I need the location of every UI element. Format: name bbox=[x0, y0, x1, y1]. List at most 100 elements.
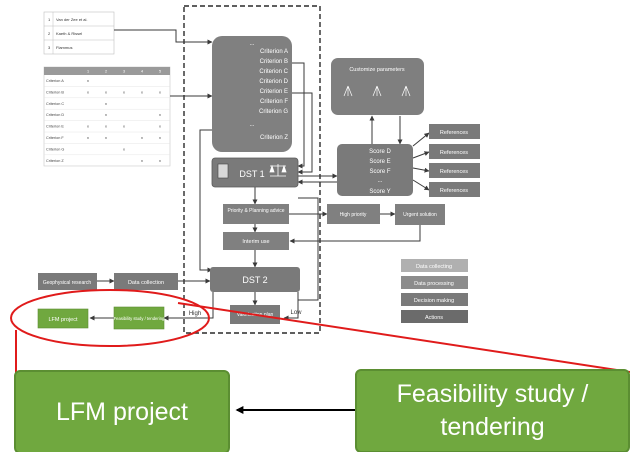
geophysical-label: Geophysical research bbox=[43, 280, 92, 286]
reference-legend-table: 1 Van der Zee et al. 2 Kaeth & Rissel 3 … bbox=[43, 11, 115, 55]
high-priority-label: High priority bbox=[340, 212, 367, 218]
criteria-table-header-cell: 1 bbox=[87, 70, 89, 74]
scores-box: Score D Score E Score F ... Score Y bbox=[337, 144, 413, 196]
high-branch-label: High bbox=[189, 311, 201, 317]
connector-lines bbox=[89, 29, 430, 321]
score-item: Score Y bbox=[369, 189, 390, 195]
legend-row-num: 2 bbox=[48, 31, 51, 36]
urgent-label: Urgent solution bbox=[403, 212, 437, 218]
references-label: References bbox=[440, 188, 468, 194]
parameter-tree-icon bbox=[343, 85, 411, 97]
criteria-table-mark: x bbox=[87, 90, 89, 94]
calculator-icon bbox=[217, 163, 229, 179]
lfm-small-label: LFM project bbox=[48, 317, 78, 323]
criterion-item: Criterion Z bbox=[260, 135, 288, 141]
criteria-table-mark: x bbox=[105, 90, 107, 94]
criteria-table-header-cell: 5 bbox=[159, 70, 161, 74]
criterion-item: Criterion B bbox=[260, 59, 288, 65]
criteria-table-mark: x bbox=[87, 136, 89, 140]
legend-row-text: Kaeth & Rissel bbox=[56, 31, 82, 36]
customize-title: Customize parameters bbox=[349, 67, 405, 73]
criterion-item: Criterion F bbox=[260, 99, 288, 105]
criteria-box: ... Criterion A Criterion B Criterion C … bbox=[212, 36, 292, 152]
feasibility-zoom-line2: tendering bbox=[440, 413, 545, 441]
legend-row-text: Van der Zee et al. bbox=[56, 17, 88, 22]
criteria-table-row-name: Criterion A bbox=[46, 79, 64, 83]
criteria-table-header-cell: 3 bbox=[123, 70, 125, 74]
score-item: Score F bbox=[369, 169, 390, 175]
interim-use-box: Interim use bbox=[223, 232, 289, 250]
lfm-project-zoom-label: LFM project bbox=[56, 397, 188, 426]
dst1-box: DST 1 bbox=[211, 157, 299, 188]
high-priority-box: High priority bbox=[327, 204, 380, 224]
criteria-table-mark: x bbox=[159, 113, 161, 117]
criteria-table-mark: x bbox=[105, 113, 107, 117]
criteria-table-row-name: Criterion D bbox=[46, 113, 64, 117]
balance-scale-icon bbox=[269, 164, 287, 177]
criteria-table-header-cell: 4 bbox=[141, 70, 143, 74]
criteria-table-mark: x bbox=[141, 136, 143, 140]
legend-key-label: Decision making bbox=[414, 298, 454, 304]
geophysical-research-box: Geophysical research bbox=[38, 273, 97, 290]
criterion-item: Criterion A bbox=[260, 49, 288, 55]
urgent-solution-box: Urgent solution bbox=[395, 204, 445, 225]
low-branch-label: Low bbox=[290, 310, 302, 316]
score-item: Score D bbox=[369, 149, 391, 155]
legend-row-num: 1 bbox=[48, 17, 51, 22]
lfm-project-zoom-box: LFM project bbox=[14, 370, 230, 452]
highlight-ellipse bbox=[10, 289, 210, 347]
criterion-item: Criterion G bbox=[259, 109, 288, 115]
criteria-table-mark: x bbox=[141, 90, 143, 94]
score-item: Score E bbox=[369, 159, 390, 165]
feasibility-zoom-line1: Feasibility study / bbox=[396, 380, 589, 408]
criteria-table-mark: x bbox=[159, 136, 161, 140]
criteria-box-title: ... bbox=[249, 41, 254, 47]
feasibility-zoom-box: Feasibility study / tendering bbox=[355, 369, 630, 452]
criteria-table-mark: x bbox=[123, 125, 125, 129]
criteria-table-row-name: Criterion F bbox=[46, 136, 64, 140]
criteria-table-mark: x bbox=[87, 125, 89, 129]
references-label: References bbox=[440, 150, 468, 156]
customize-parameters-box: Customize parameters bbox=[331, 58, 424, 115]
criteria-table-mark: x bbox=[105, 125, 107, 129]
criteria-table-header-cell: 2 bbox=[105, 70, 107, 74]
process-legend: Data collecting Data processing Decision… bbox=[401, 259, 468, 323]
score-item: ... bbox=[377, 178, 382, 184]
criteria-table-mark: x bbox=[159, 90, 161, 94]
interim-label: Interim use bbox=[242, 239, 269, 245]
dst2-box: DST 2 bbox=[210, 267, 300, 292]
criteria-table-row-name: Criterion Z bbox=[46, 159, 64, 163]
data-collection-label: Data collection bbox=[128, 280, 164, 286]
criterion-item: Criterion C bbox=[259, 69, 288, 75]
references-label: References bbox=[440, 169, 468, 175]
criteria-table-mark: x bbox=[159, 125, 161, 129]
legend-key-label: Actions bbox=[425, 315, 443, 321]
criteria-table-mark: x bbox=[123, 90, 125, 94]
lfm-project-small-box: LFM project bbox=[37, 308, 89, 329]
criteria-table-row-name: Criterion G bbox=[46, 147, 64, 151]
feasibility-small-label: Feasibility study / tendering bbox=[114, 316, 165, 321]
priority-text: Priority & Planning advice bbox=[228, 208, 285, 214]
criteria-table-mark: x bbox=[105, 136, 107, 140]
criteria-table-mark: x bbox=[105, 102, 107, 106]
criteria-table-row-name: Criterion E bbox=[46, 125, 64, 129]
zoom-line-right bbox=[177, 302, 630, 373]
legend-key-label: Data collecting bbox=[416, 264, 452, 270]
criterion-item: Criterion D bbox=[259, 79, 288, 85]
dst-dashed-frame bbox=[183, 5, 321, 334]
criteria-table-row-name: Criterion C bbox=[46, 102, 64, 106]
criteria-table-mark: x bbox=[159, 159, 161, 163]
priority-label: Priority & Planning advice bbox=[228, 208, 285, 214]
data-collection-box: Data collection bbox=[114, 273, 178, 290]
criteria-table-mark: x bbox=[141, 159, 143, 163]
legend-key-label: Data processing bbox=[414, 281, 454, 287]
legend-row-text: Flammus bbox=[56, 45, 72, 50]
priority-planning-box: Priority & Planning advice bbox=[223, 204, 289, 224]
criterion-item: ... bbox=[249, 122, 254, 128]
criteria-table-row-name: Criterion B bbox=[46, 90, 64, 94]
feasibility-small-box: Feasibility study / tendering bbox=[114, 306, 165, 330]
dst2-label: DST 2 bbox=[242, 275, 267, 285]
